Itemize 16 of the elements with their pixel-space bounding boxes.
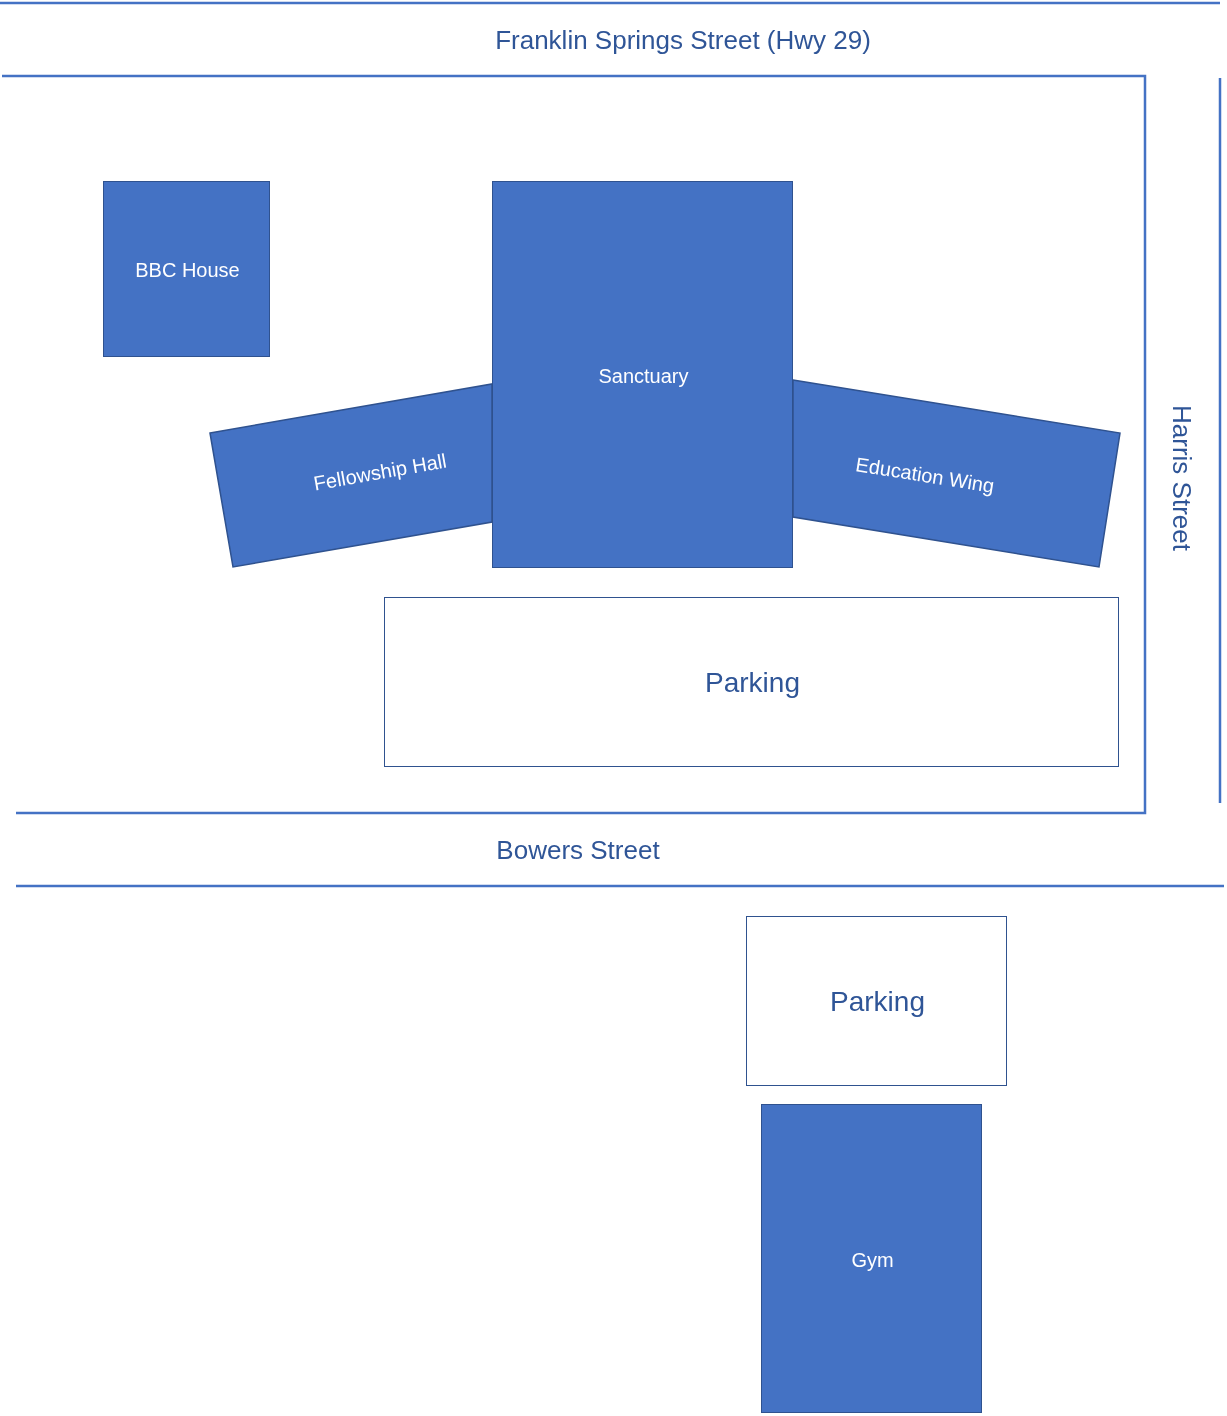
building-block xyxy=(103,181,270,357)
parking-lot-area xyxy=(746,916,1007,1086)
street-name: Harris Street xyxy=(1167,405,1197,551)
parking-label: Parking xyxy=(830,986,925,1018)
street-name: Bowers Street xyxy=(496,835,660,865)
street-name: Franklin Springs Street (Hwy 29) xyxy=(495,25,871,55)
building-name: Gym xyxy=(851,1248,894,1271)
parking-lot-area xyxy=(384,597,1119,767)
building-block xyxy=(210,384,492,567)
building-block xyxy=(793,380,1120,567)
parking-label: Parking xyxy=(705,667,800,699)
building-name: BBC House xyxy=(135,259,240,281)
building-name: Fellowship Hall xyxy=(311,449,449,495)
building-block xyxy=(761,1104,982,1413)
building-name: Sanctuary xyxy=(598,364,689,387)
building-name: Education Wing xyxy=(854,453,996,497)
